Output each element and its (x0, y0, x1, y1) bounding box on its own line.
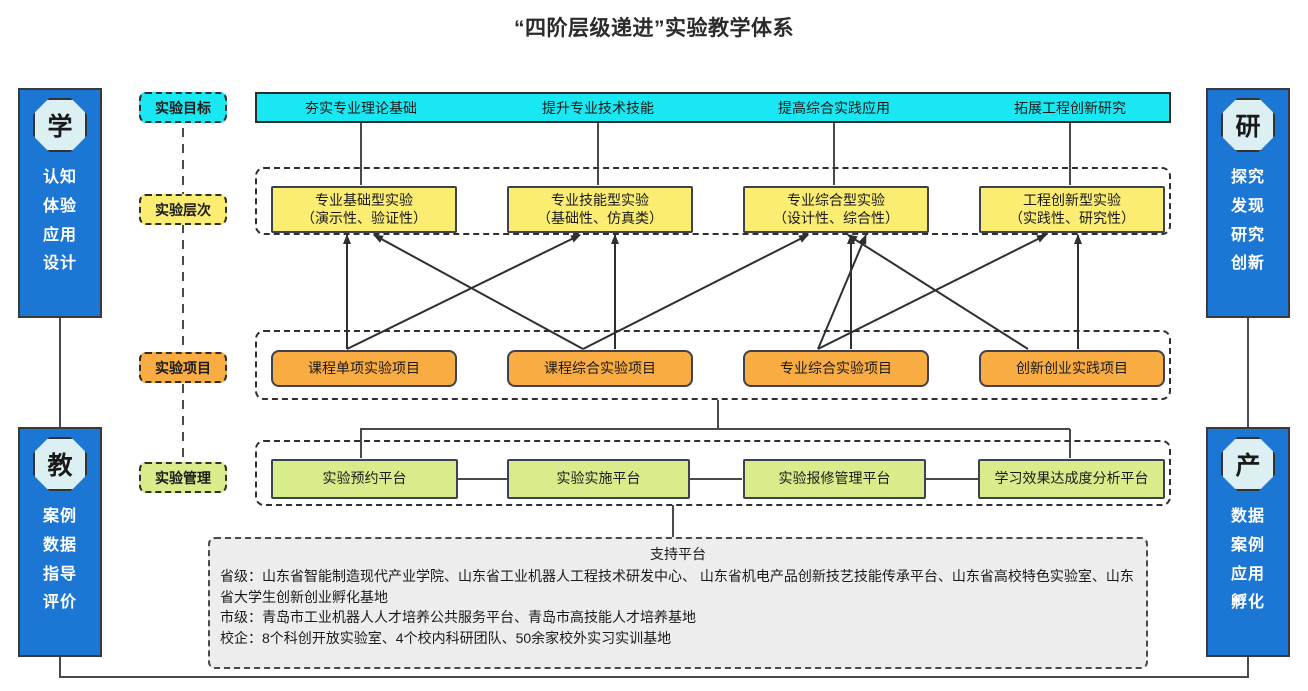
pillar-right-top: 研 探究 发现 研究 创新 (1206, 88, 1290, 318)
level-box-3: 专业综合型实验 （设计性、综合性） (743, 186, 929, 233)
platform-box-3: 实验报修管理平台 (743, 459, 926, 499)
level-title: 专业技能型实验 (551, 192, 649, 208)
pillar-word: 评价 (42, 594, 77, 612)
pillar-word: 探究 (1230, 169, 1265, 186)
goal-item-3: 提高综合实践应用 (778, 99, 890, 116)
page-title: “四阶层级递进”实验教学体系 (514, 17, 794, 40)
platform-box-2: 实验实施平台 (507, 459, 690, 499)
goal-item-1: 夯实专业理论基础 (305, 99, 417, 116)
row-label-level: 实验层次 (139, 194, 227, 225)
goal-item-4: 拓展工程创新研究 (1014, 99, 1126, 116)
level-subtitle: （实践性、研究性） (1009, 209, 1135, 226)
pillar-word: 认知 (42, 169, 77, 186)
project-box-1: 课程单项实验项目 (271, 350, 457, 387)
row-label-text: 实验项目 (155, 359, 211, 376)
management-group-container (255, 440, 1171, 506)
level-subtitle: （演示性、验证性） (301, 209, 427, 226)
level-title: 专业基础型实验 (315, 192, 413, 208)
support-line-enterprise: 校企：8个科创开放实验室、4个校内科研团队、50余家校外实习实训基地 (220, 629, 672, 646)
pillar-left-bottom: 教 案例 数据 指导 评价 (18, 427, 102, 657)
pillar-word: 应用 (1230, 565, 1265, 583)
level-subtitle: （基础性、仿真类） (537, 209, 663, 226)
goal-item-2: 提升专业技术技能 (542, 99, 654, 116)
level-box-1: 专业基础型实验 （演示性、验证性） (271, 186, 457, 233)
row-label-text: 实验层次 (155, 201, 211, 218)
platform-label: 学习效果达成度分析平台 (994, 470, 1149, 487)
platform-box-4: 学习效果达成度分析平台 (978, 459, 1165, 499)
row-label-goal: 实验目标 (139, 92, 227, 123)
project-box-3: 专业综合实验项目 (743, 350, 929, 387)
row-label-text: 实验目标 (155, 99, 211, 116)
support-line-provincial: 省级：山东省智能制造现代产业学院、山东省工业机器人工程技术研发中心、 山东省机电… (220, 568, 1134, 605)
pillar-word: 应用 (42, 226, 77, 244)
platform-box-1: 实验预约平台 (271, 459, 458, 499)
level-title: 专业综合型实验 (787, 192, 885, 208)
pillar-word: 孵化 (1230, 594, 1265, 612)
row-label-management: 实验管理 (139, 462, 227, 493)
row-label-project: 实验项目 (139, 352, 227, 383)
support-platform-panel: 支持平台 省级：山东省智能制造现代产业学院、山东省工业机器人工程技术研发中心、 … (208, 537, 1148, 669)
pillar-word: 指导 (42, 565, 77, 583)
pillar-word: 体验 (42, 197, 77, 215)
pillar-badge-xue: 学 (33, 98, 87, 152)
goal-bar (255, 92, 1171, 123)
pillar-word: 发现 (1230, 197, 1265, 215)
pillar-word: 数据 (1230, 508, 1265, 525)
level-title: 工程创新型实验 (1023, 192, 1121, 208)
project-box-2: 课程综合实验项目 (507, 350, 693, 387)
row-label-text: 实验管理 (155, 469, 211, 486)
support-platform-title: 支持平台 (650, 546, 706, 562)
pillar-badge-yan: 研 (1221, 98, 1275, 152)
project-box-4: 创新创业实践项目 (979, 350, 1165, 387)
level-subtitle: （设计性、综合性） (773, 209, 899, 226)
pillar-word: 案例 (42, 508, 77, 525)
pillar-left-top: 学 认知 体验 应用 设计 (18, 88, 102, 318)
support-line-municipal: 市级：青岛市工业机器人人才培养公共服务平台、青岛市高技能人才培养基地 (220, 609, 696, 626)
pillar-word: 创新 (1230, 255, 1265, 273)
pillar-badge-chan: 产 (1221, 437, 1275, 491)
level-box-4: 工程创新型实验 （实践性、研究性） (979, 186, 1165, 233)
project-group-container (255, 330, 1171, 400)
pillar-word: 研究 (1230, 226, 1265, 244)
pillar-word: 案例 (1230, 536, 1265, 554)
pillar-right-bottom: 产 数据 案例 应用 孵化 (1206, 427, 1290, 657)
level-box-2: 专业技能型实验 （基础性、仿真类） (507, 186, 693, 233)
pillar-badge-jiao: 教 (33, 437, 87, 491)
level-group-container (255, 167, 1171, 235)
pillar-word: 设计 (42, 255, 77, 273)
pillar-word: 数据 (42, 536, 77, 554)
